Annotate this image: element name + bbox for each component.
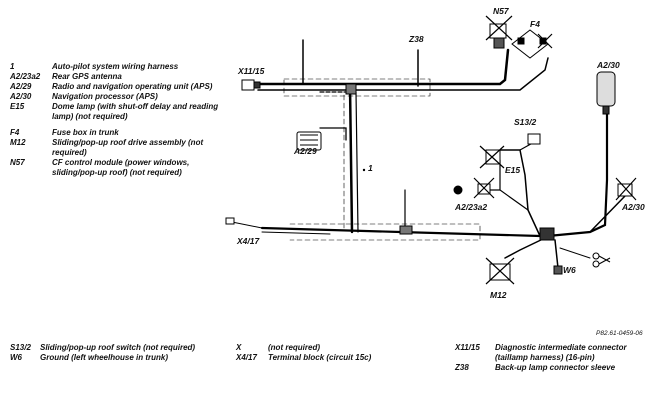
legend-desc: Ground (left wheelhouse in trunk) [40, 353, 168, 362]
legend-code: 1 [10, 62, 15, 71]
legend-code: A2/30 [10, 92, 32, 101]
legend-desc: Navigation processor (APS) [52, 92, 158, 101]
e15-lamp-connector [477, 183, 491, 195]
legend-code: S13/2 [10, 343, 31, 352]
legend-desc: Sliding/pop-up roof drive assembly (not … [52, 138, 204, 157]
legend-bottom-right: X11/15 Diagnostic intermediate connector … [455, 343, 660, 373]
legend-bottom-left: S13/2 Sliding/pop-up roof switch (not req… [10, 343, 210, 363]
legend-code: X11/15 [455, 343, 480, 352]
legend-desc: Fuse box in trunk [52, 128, 119, 137]
x4-17-terminal [225, 217, 235, 225]
label-x4-17: X4/17 [237, 236, 260, 246]
legend-row: F4 Fuse box in trunk [10, 128, 235, 138]
legend-code: N57 [10, 158, 25, 167]
legend-row: X11/15 Diagnostic intermediate connector … [455, 343, 660, 363]
label-e15: E15 [505, 165, 521, 175]
harness-vertical [348, 84, 354, 234]
legend-row: A2/30 Navigation processor (APS) [10, 92, 235, 102]
legend-desc: Sliding/pop-up roof switch (not required… [40, 343, 196, 352]
x11-15-connector [241, 79, 255, 91]
label-m12: M12 [490, 290, 507, 300]
harness-top [256, 48, 510, 86]
legend-code: E15 [10, 102, 25, 111]
a2-23a2-antenna [453, 185, 463, 195]
w6-ground [553, 265, 563, 275]
legend-row: M12 Sliding/pop-up roof drive assembly (n… [10, 138, 235, 158]
legend-desc: Terminal block (circuit 15c) [268, 353, 372, 362]
legend-row: 1 Auto-pilot system wiring harness [10, 62, 235, 72]
legend-bottom-mid: X (not required) X4/17 Terminal block (circ… [236, 343, 436, 363]
scissors-icon [592, 252, 611, 268]
f4-fuse-box [511, 29, 549, 59]
legend-row: E15 Dome lamp (with shut-off delay and re… [10, 102, 235, 122]
legend-code: X [236, 343, 242, 352]
legend-desc: Radio and navigation operating unit (APS… [52, 82, 213, 91]
label-a2-23a2: A2/23a2 [455, 202, 488, 212]
reference-code: P82.61-0459-06 [596, 330, 643, 337]
legend-desc: CF control module (power windows, slidin… [52, 158, 190, 177]
label-a2-29: A2/29 [294, 146, 317, 156]
legend-row: S13/2 Sliding/pop-up roof switch (not req… [10, 343, 210, 353]
legend-code: X4/17 [236, 353, 257, 362]
label-s13-2: S13/2 [514, 117, 537, 127]
legend-row: N57 CF control module (power windows, sli… [10, 158, 235, 178]
legend-code: A2/23a2 [10, 72, 41, 81]
legend-code: Z38 [455, 363, 469, 372]
legend-desc: (not required) [268, 343, 320, 352]
n57-connector [489, 23, 507, 39]
legend-row: X (not required) [236, 343, 436, 353]
legend-code: W6 [10, 353, 22, 362]
legend-row: Z38 Back-up lamp connector sleeve [455, 363, 660, 373]
legend-row: X4/17 Terminal block (circuit 15c) [236, 353, 436, 363]
harness-top-branch [257, 57, 549, 91]
a2-30-module [596, 71, 616, 107]
label-1: 1 [368, 163, 373, 173]
legend-row: A2/29 Radio and navigation operating unit… [10, 82, 235, 92]
legend-row: W6 Ground (left wheelhouse in trunk) [10, 353, 210, 363]
legend-row: A2/23a2 Rear GPS antenna [10, 72, 235, 82]
label-n57: N57 [493, 6, 509, 16]
legend-code: A2/29 [10, 82, 32, 91]
label-a2-30: A2/30 [597, 60, 620, 70]
legend-desc: Back-up lamp connector sleeve [495, 363, 616, 372]
legend-desc: Dome lamp (with shut-off delay and readi… [52, 102, 219, 121]
legend-desc: Rear GPS antenna [52, 72, 122, 81]
legend-code: M12 [10, 138, 26, 147]
label-f4: F4 [530, 19, 540, 29]
legend-desc: Auto-pilot system wiring harness [52, 62, 179, 71]
label-w6: W6 [563, 265, 576, 275]
label-z38: Z38 [409, 34, 424, 44]
label-a2-30-lower: A2/30 [622, 202, 645, 212]
legend-code: F4 [10, 128, 20, 137]
label-x11-15: X11/15 [238, 66, 265, 76]
legend-desc: Diagnostic intermediate connector (taill… [495, 343, 627, 362]
